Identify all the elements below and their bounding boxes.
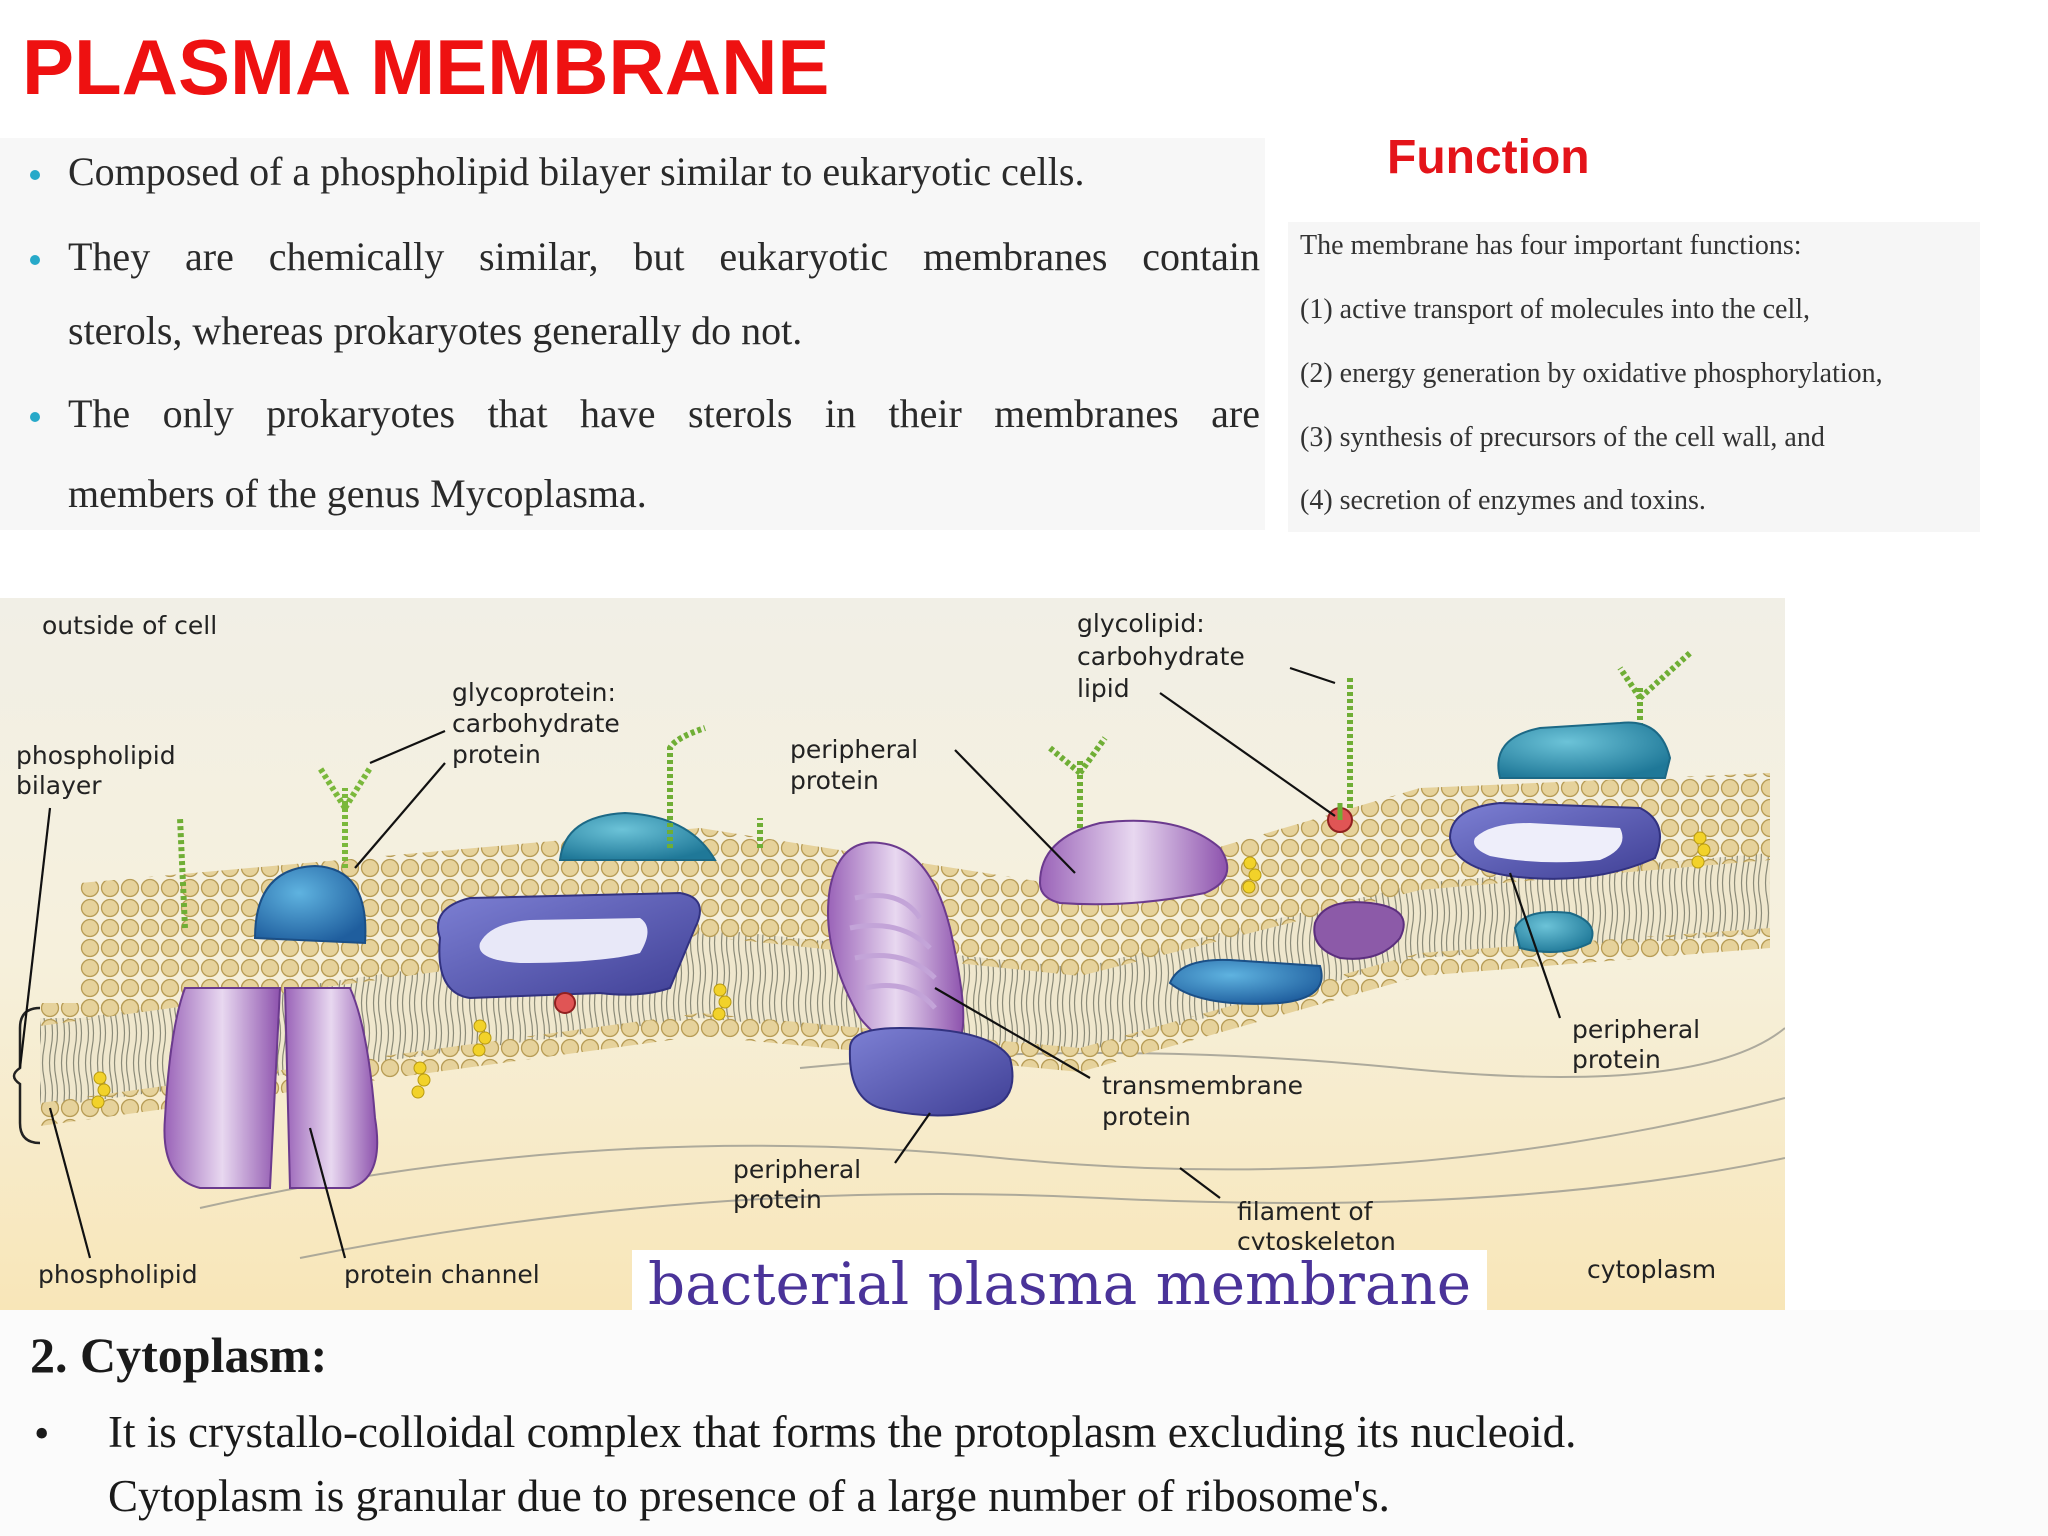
function-item: (3) synthesis of precursors of the cell … <box>1300 422 1825 453</box>
sterol-molecules <box>91 831 1711 1109</box>
membrane-diagram: outside of cell phospholipid bilayer gly… <box>0 598 1785 1310</box>
cytoplasm-text: Cytoplasm is granular due to presence of… <box>108 1471 1390 1521</box>
label-transmembrane-protein: transmembrane <box>1102 1071 1303 1100</box>
cytoplasm-text: It is crystallo-colloidal complex that f… <box>108 1407 1577 1457</box>
bullet-text: sterols, whereas prokaryotes generally d… <box>68 308 803 353</box>
label-cytoplasm: cytoplasm <box>1587 1255 1716 1284</box>
bullet-dot <box>30 255 40 265</box>
label-phospholipid-bilayer: bilayer <box>16 771 102 800</box>
diagram-caption: bacterial plasma membrane <box>632 1250 1488 1318</box>
function-item: (1) active transport of molecules into t… <box>1300 294 1811 325</box>
bullet-text: members of the genus Mycoplasma. <box>68 471 647 516</box>
label-peripheral-protein: peripheral <box>790 735 918 764</box>
label-glycoprotein: protein <box>452 740 541 769</box>
label-peripheral-protein: protein <box>790 766 879 795</box>
bullet-text: They are chemically similar, but eukaryo… <box>68 234 1260 279</box>
function-list: The membrane has four important function… <box>1288 222 1980 532</box>
bullet-dot: • <box>34 1409 50 1458</box>
peripheral-protein <box>1313 901 1405 960</box>
glycoprotein <box>1497 721 1672 779</box>
glycoprotein <box>253 766 373 945</box>
label-glycolipid: lipid <box>1077 674 1130 703</box>
leader-lines <box>18 666 1562 1259</box>
bilayer-bracket <box>12 1006 41 1145</box>
label-peripheral-protein: protein <box>733 1185 822 1214</box>
label-glycoprotein: carbohydrate <box>452 709 620 738</box>
glycolipid-head <box>554 992 576 1014</box>
label-outside-of-cell: outside of cell <box>42 611 217 640</box>
bullet-list: Composed of a phospholipid bilayer simil… <box>0 138 1265 530</box>
label-filament: filament of <box>1237 1197 1374 1226</box>
label-phospholipid-bilayer: phospholipid <box>16 741 176 770</box>
peripheral-protein <box>1038 819 1229 906</box>
function-heading: Function <box>1387 131 1590 184</box>
label-protein-channel: protein channel <box>344 1260 540 1289</box>
label-peripheral-protein: peripheral <box>1572 1015 1700 1044</box>
transmembrane-coil-protein <box>827 841 1014 1117</box>
label-glycolipid: carbohydrate <box>1077 642 1245 671</box>
function-item: (4) secretion of enzymes and toxins. <box>1300 485 1706 516</box>
peripheral-protein <box>558 811 717 861</box>
carbohydrate-chains <box>177 650 1693 929</box>
protein-channel <box>163 987 379 1189</box>
bullet-text: The only prokaryotes that have sterols i… <box>68 391 1260 436</box>
label-glycolipid: glycolipid: <box>1077 609 1205 638</box>
function-intro: The membrane has four important function… <box>1300 230 1802 261</box>
label-transmembrane-protein: protein <box>1102 1102 1191 1131</box>
bullet-dot <box>30 170 40 180</box>
section-heading: 2. Cytoplasm: <box>30 1327 328 1383</box>
page-title: PLASMA MEMBRANE <box>22 23 830 111</box>
cytoplasm-section <box>0 1310 2048 1536</box>
label-peripheral-protein: protein <box>1572 1045 1661 1074</box>
function-item: (2) energy generation by oxidative phosp… <box>1300 358 1883 389</box>
label-peripheral-protein: peripheral <box>733 1155 861 1184</box>
bullet-text: Composed of a phospholipid bilayer simil… <box>68 149 1085 194</box>
peripheral-protein <box>1168 958 1323 1005</box>
bullet-dot <box>30 412 40 422</box>
label-phospholipid: phospholipid <box>38 1260 198 1289</box>
label-glycoprotein: glycoprotein: <box>452 678 616 707</box>
